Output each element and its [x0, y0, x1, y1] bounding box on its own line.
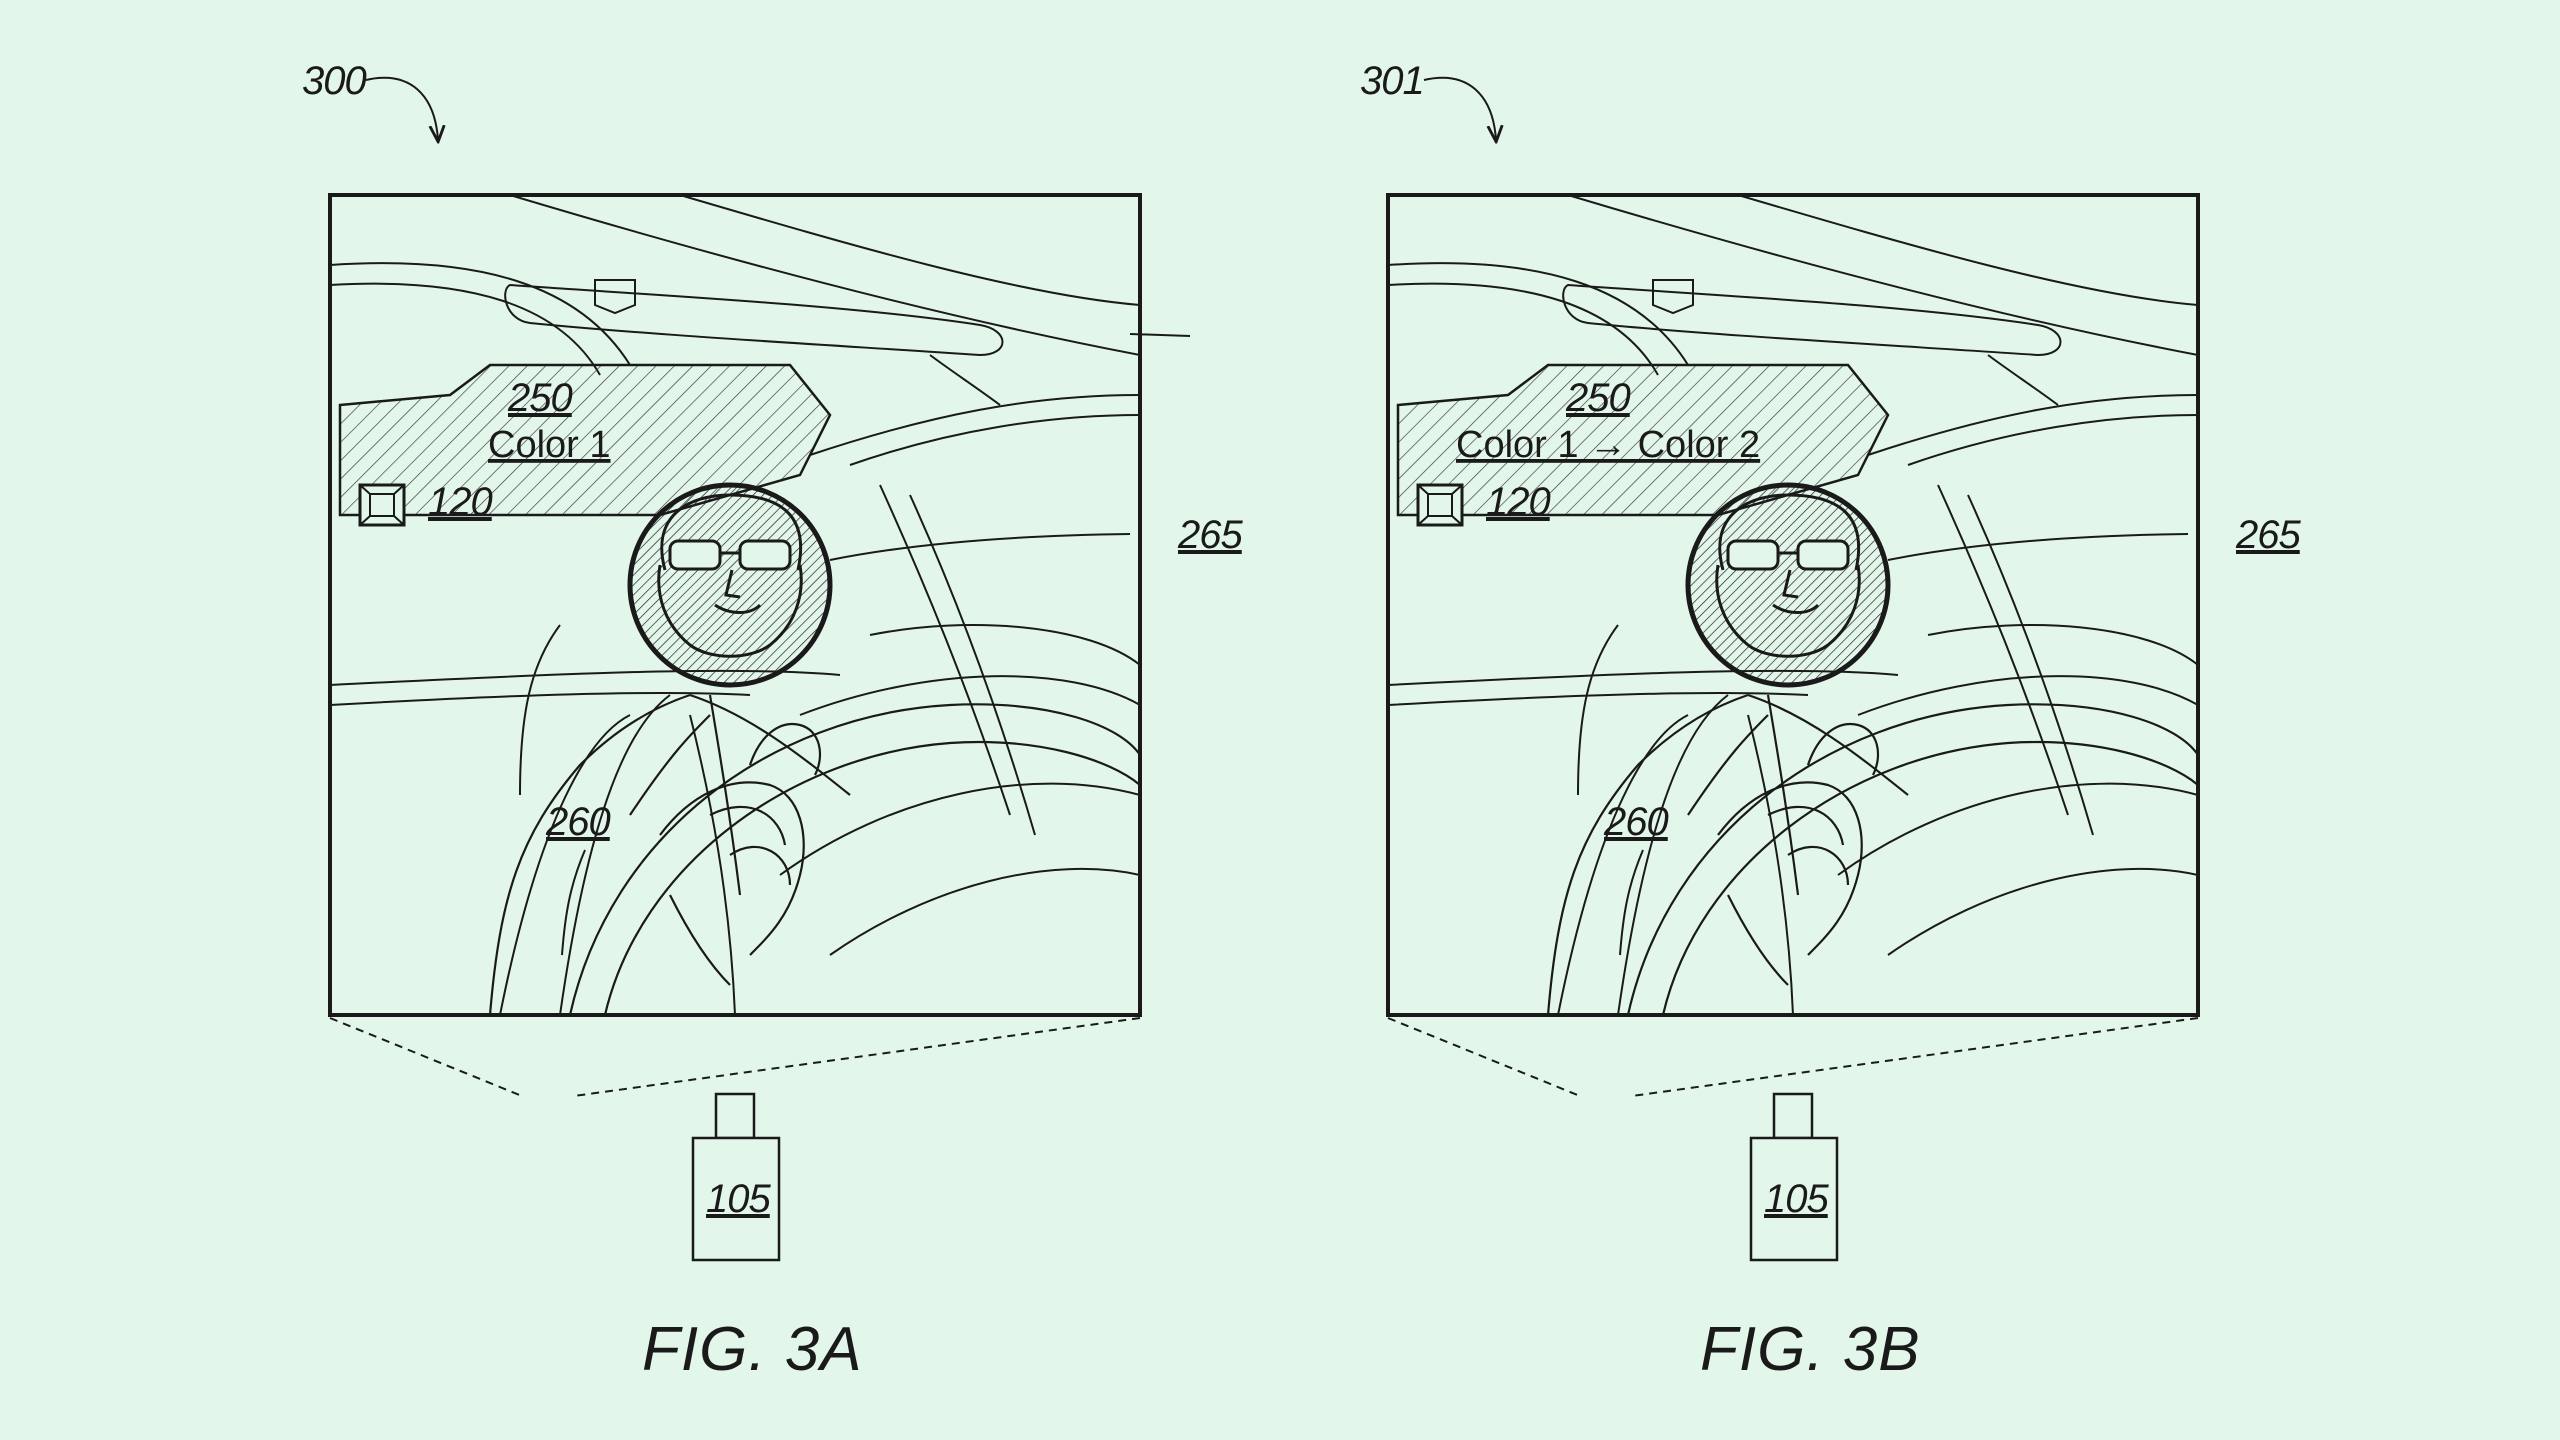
- camera-ref-label: 105: [706, 1177, 771, 1221]
- driver-leader-line: [1619, 849, 1644, 956]
- circle-ref-label: 265: [1177, 513, 1243, 557]
- icon-ref-label: 120: [428, 480, 492, 524]
- region-color-text: Color 1: [488, 424, 611, 466]
- driver-ref-label: 260: [545, 800, 610, 844]
- figure-caption: FIG. 3A: [642, 1315, 863, 1384]
- camera-view-frame: 250 Color 1 120 260: [328, 193, 1142, 1017]
- region-ref-label: 250: [507, 376, 572, 420]
- circle-leader-line: [1129, 333, 1191, 337]
- cabin-interior: [330, 195, 1140, 1015]
- region-color-text: Color 1 → Color 2: [1456, 424, 1760, 466]
- region-ref-label: 250: [1565, 376, 1630, 420]
- camera-fov-lines: [1387, 1017, 2199, 1097]
- panel-ref-label: 301: [1360, 59, 1424, 103]
- cabin-interior: [1388, 195, 2198, 1015]
- face-circle-265: [1685, 482, 1891, 688]
- driver-figure: [488, 693, 1140, 1015]
- hatched-region-250: [1396, 363, 1890, 517]
- figure-caption: FIG. 3B: [1700, 1315, 1921, 1384]
- circle-ref-label: 265: [2235, 513, 2301, 557]
- panel-ref-label: 300: [302, 59, 366, 103]
- camera-view-frame: 250 Color 1 → Color 2 120 260: [1386, 193, 2200, 1017]
- driver-figure: [1546, 693, 2198, 1015]
- camera-105: [691, 1092, 781, 1262]
- panel-ref-leader: [1423, 76, 1496, 140]
- panel-ref-leader: [365, 76, 438, 140]
- driver-ref-label: 260: [1603, 800, 1668, 844]
- icon-120-box: [1416, 483, 1464, 527]
- camera-105: [1749, 1092, 1839, 1262]
- camera-ref-label: 105: [1764, 1177, 1829, 1221]
- panel-fig-3a: 300: [302, 59, 1244, 1384]
- circle-leader-line-inner: [829, 533, 1131, 561]
- icon-ref-label: 120: [1486, 480, 1550, 524]
- icon-120-box: [358, 483, 406, 527]
- circle-leader-line-inner: [1887, 533, 2189, 561]
- camera-fov-lines: [329, 1017, 1141, 1097]
- hatched-region-250: [338, 363, 832, 517]
- panel-fig-3b: 301: [1360, 59, 2302, 1384]
- driver-leader-line: [561, 849, 586, 956]
- face-circle-265: [627, 482, 833, 688]
